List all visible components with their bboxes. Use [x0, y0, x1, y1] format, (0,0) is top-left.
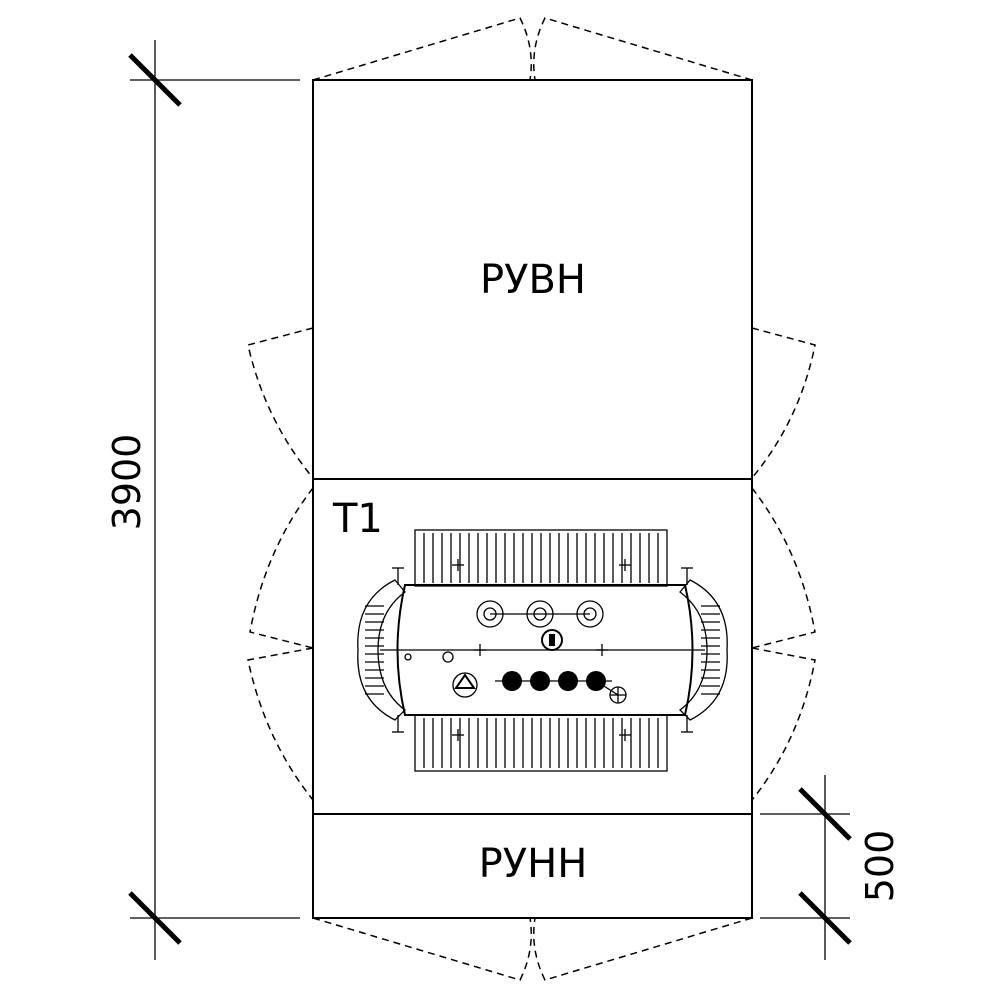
height-dimension	[128, 40, 300, 960]
door-swings	[247, 17, 816, 981]
height-dimension-value: 3900	[105, 434, 149, 531]
lv-section-dimension	[760, 775, 852, 960]
transformer-drawing	[357, 529, 728, 772]
lv-section-dimension-value: 500	[858, 830, 902, 903]
building-outline	[312, 79, 753, 919]
transformer-label: Т1	[332, 496, 383, 542]
hv-switchgear-label: РУВН	[480, 257, 586, 303]
lv-switchgear-label: РУНН	[479, 841, 588, 887]
